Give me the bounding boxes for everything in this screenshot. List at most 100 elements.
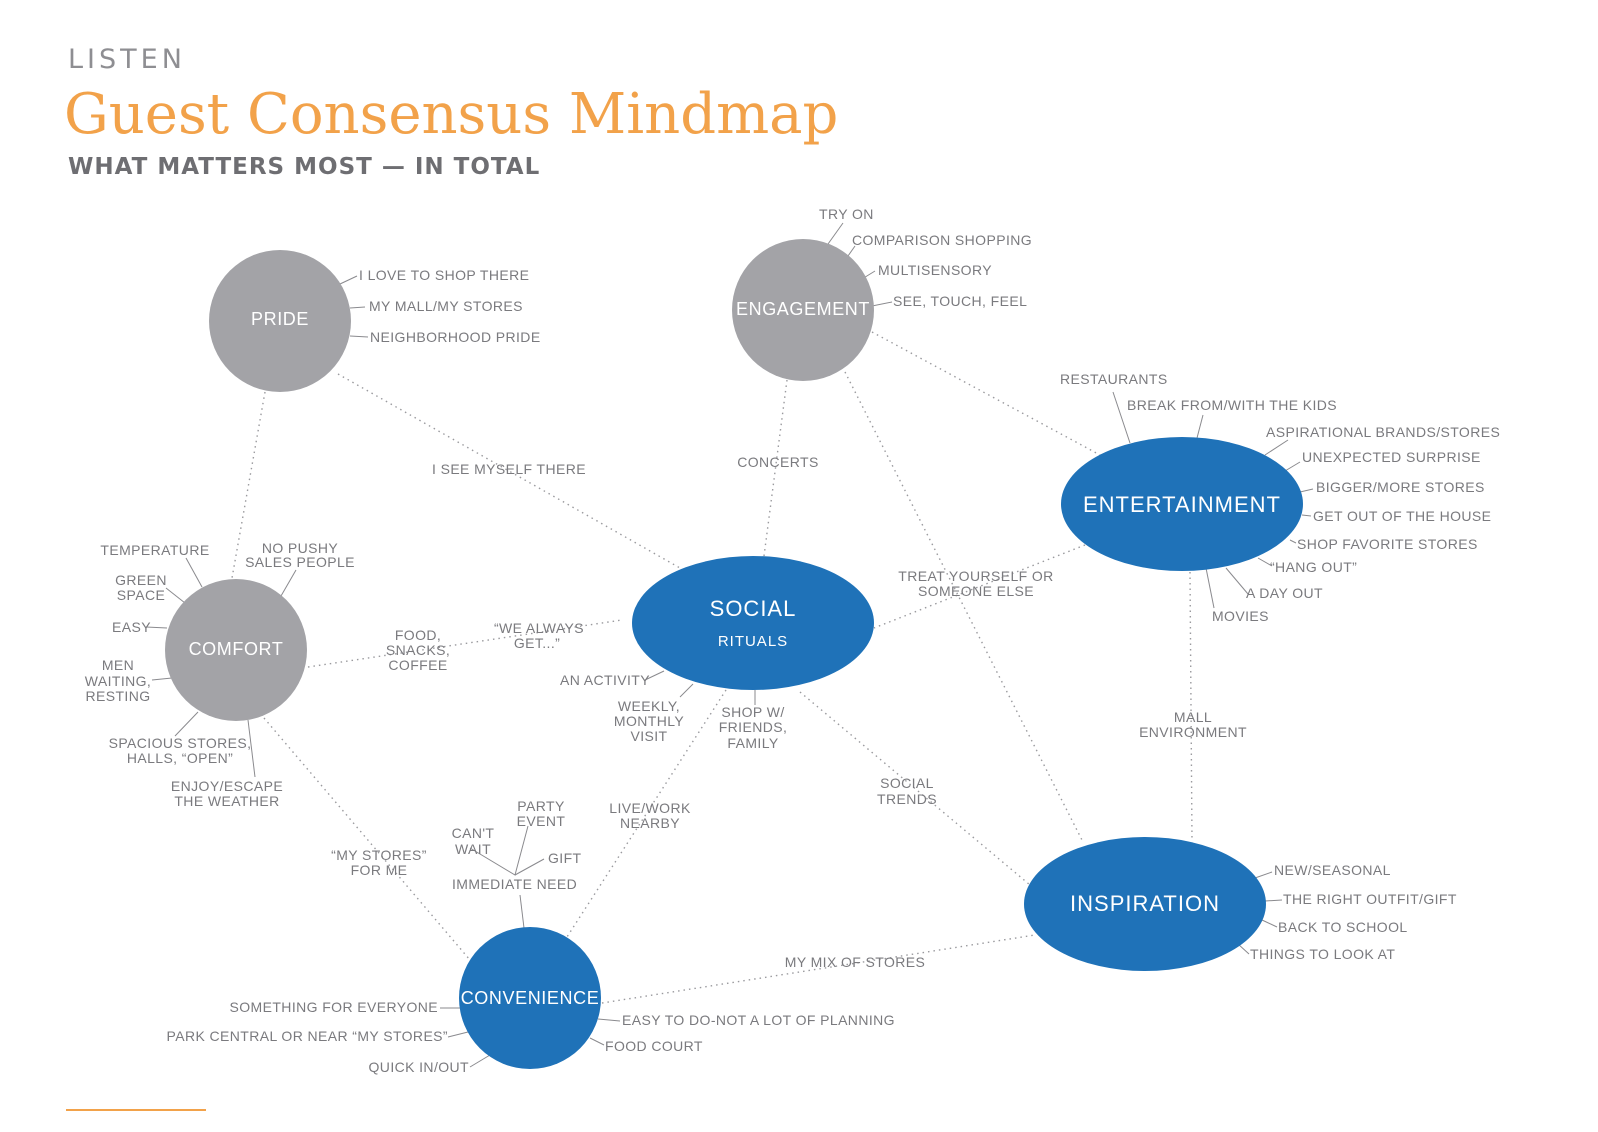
item-label: ASPIRATIONAL BRANDS/STORES [1266,424,1500,440]
item-label: EASY [112,619,151,635]
hub-pride: PRIDE [209,250,351,392]
convenience-items: PARTY EVENT CAN'T WAIT GIFT IMMEDIATE NE… [167,798,895,1075]
item-label: PARK CENTRAL OR NEAR “MY STORES” [167,1028,448,1044]
item-label: SALES PEOPLE [245,554,355,570]
item-label: CAN'T [452,825,495,841]
connector-social-convenience [564,689,727,941]
hub-inspiration-shape [1024,837,1266,971]
link-label-social-inspiration: TRENDS [877,791,937,807]
item-label: HALLS, “OPEN” [127,750,233,766]
item-label: FAMILY [727,735,778,751]
item-label: A DAY OUT [1246,585,1323,601]
item-label: I LOVE TO SHOP THERE [359,267,529,283]
item-label: WAIT [455,841,491,857]
item-label: TEMPERATURE [100,542,209,558]
hub-entertainment: ENTERTAINMENT [1061,437,1303,571]
hub-social-shape [632,556,874,690]
footer-accent-rule [66,1109,206,1111]
hub-social-sublabel: RITUALS [718,633,788,650]
item-label: SHOP W/ [721,704,784,720]
link-label-entertainment-social: TREAT YOURSELF OR [898,568,1053,584]
link-label-convenience-inspiration: MY MIX OF STORES [785,954,925,970]
link-label-social-convenience: NEARBY [620,815,680,831]
item-label: RESTAURANTS [1060,371,1168,387]
item-label: UNEXPECTED SURPRISE [1302,449,1481,465]
item-label: ENJOY/ESCAPE [171,778,283,794]
item-label: SOMETHING FOR EVERYONE [230,999,438,1015]
item-label: SHOP FAVORITE STORES [1297,536,1478,552]
connector-engagement-entertainment [871,331,1101,456]
page-subtitle: WHAT MATTERS MOST — IN TOTAL [68,154,541,180]
connector-pride-comfort [231,391,266,579]
item-label: QUICK IN/OUT [369,1059,470,1075]
connector-comfort-social [307,619,623,668]
item-label: BIGGER/MORE STORES [1316,479,1485,495]
hub-comfort-circle [165,579,307,721]
link-label-engagement-social: CONCERTS [737,454,819,470]
pride-items: I LOVE TO SHOP THERE MY MALL/MY STORES N… [359,267,541,345]
link-label-comfort-social: FOOD, [395,627,441,643]
hub-comfort: COMFORT [165,579,307,721]
connector-labels: I SEE MYSELF THERE CONCERTS TREAT YOURSE… [331,454,1247,970]
social-items: AN ACTIVITY WEEKLY, MONTHLY VISIT SHOP W… [560,672,787,751]
item-label: EASY TO DO-NOT A LOT OF PLANNING [622,1012,895,1028]
item-label: BACK TO SCHOOL [1278,919,1408,935]
link-label-comfort-convenience: “MY STORES” [331,847,427,863]
item-label: COMPARISON SHOPPING [852,232,1032,248]
link-label-comfort-social: SNACKS, [386,642,450,658]
hub-engagement-circle [732,239,874,381]
item-label: “HANG OUT” [1270,559,1357,575]
hub-engagement: ENGAGEMENT [732,239,874,381]
hub-comfort-label: COMFORT [189,639,284,659]
item-label: FOOD COURT [605,1038,703,1054]
hub-pride-label: PRIDE [251,309,309,329]
inspiration-items: NEW/SEASONAL THE RIGHT OUTFIT/GIFT BACK … [1250,862,1457,962]
connector-engagement-social [763,379,788,557]
link-label-pride-social: I SEE MYSELF THERE [432,461,586,477]
item-label: SPACE [117,587,165,603]
item-label: TRY ON [819,206,874,222]
hub-entertainment-label: ENTERTAINMENT [1083,492,1281,517]
item-label: NEW/SEASONAL [1274,862,1391,878]
item-label: FRIENDS, [719,719,788,735]
hub-inspiration-label: INSPIRATION [1070,891,1220,916]
item-label: MONTHLY [614,713,684,729]
hub-convenience: CONVENIENCE [459,927,601,1069]
item-label: GIFT [548,850,582,866]
hub-convenience-circle [459,927,601,1069]
item-label: THINGS TO LOOK AT [1250,946,1395,962]
label-ticks [145,222,1314,1068]
item-label: VISIT [630,728,667,744]
item-label: THE RIGHT OUTFIT/GIFT [1283,891,1457,907]
hub-pride-circle [209,250,351,392]
item-label: MOVIES [1212,608,1269,624]
link-label-comfort-convenience: FOR ME [351,862,408,878]
item-label: MEN [102,657,134,673]
item-label: SEE, TOUCH, FEEL [893,293,1027,309]
comfort-items: TEMPERATURE NO PUSHY SALES PEOPLE GREEN … [85,540,355,809]
hub-engagement-label: ENGAGEMENT [736,299,870,319]
link-label-comfort-social: COFFEE [388,657,447,673]
item-label: BREAK FROM/WITH THE KIDS [1127,397,1337,413]
item-label: IMMEDIATE NEED [452,876,577,892]
engagement-items: TRY ON COMPARISON SHOPPING MULTISENSORY … [819,206,1032,309]
hub-inspiration: INSPIRATION [1024,837,1266,971]
item-label: AN ACTIVITY [560,672,650,688]
entertainment-items: RESTAURANTS BREAK FROM/WITH THE KIDS ASP… [1060,371,1500,624]
connector-engagement-inspiration [844,371,1084,843]
item-label: NEIGHBORHOOD PRIDE [370,329,541,345]
link-label-entertainment-inspiration: ENVIRONMENT [1139,724,1247,740]
link-label-social-convenience: LIVE/WORK [609,800,691,816]
item-label: PARTY [517,798,565,814]
item-label: GREEN [115,572,167,588]
item-label: RESTING [85,688,150,704]
link-label-social-inspiration: SOCIAL [880,775,934,791]
hub-social-label: SOCIAL [710,596,797,621]
item-label: NO PUSHY [262,540,339,556]
item-label: WEEKLY, [618,698,680,714]
link-label-entertainment-inspiration: MALL [1174,709,1212,725]
item-label: MULTISENSORY [878,262,992,278]
section-eyebrow: LISTEN [68,44,186,75]
link-label-entertainment-social: SOMEONE ELSE [918,583,1034,599]
